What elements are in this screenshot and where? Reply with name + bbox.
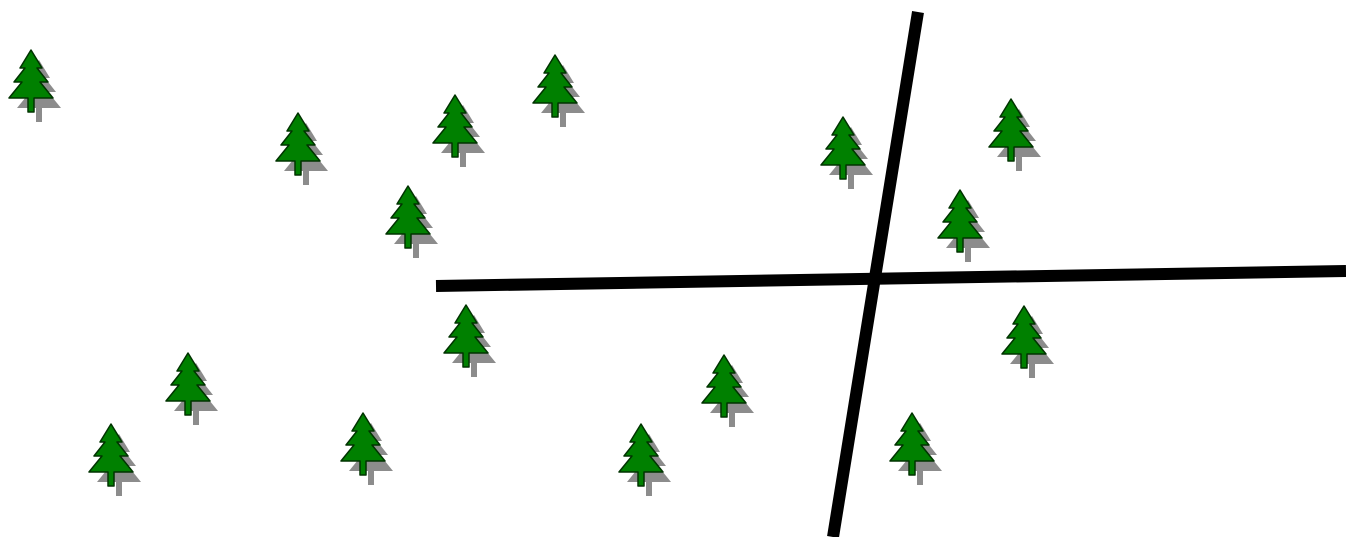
map-canvas xyxy=(0,0,1346,537)
